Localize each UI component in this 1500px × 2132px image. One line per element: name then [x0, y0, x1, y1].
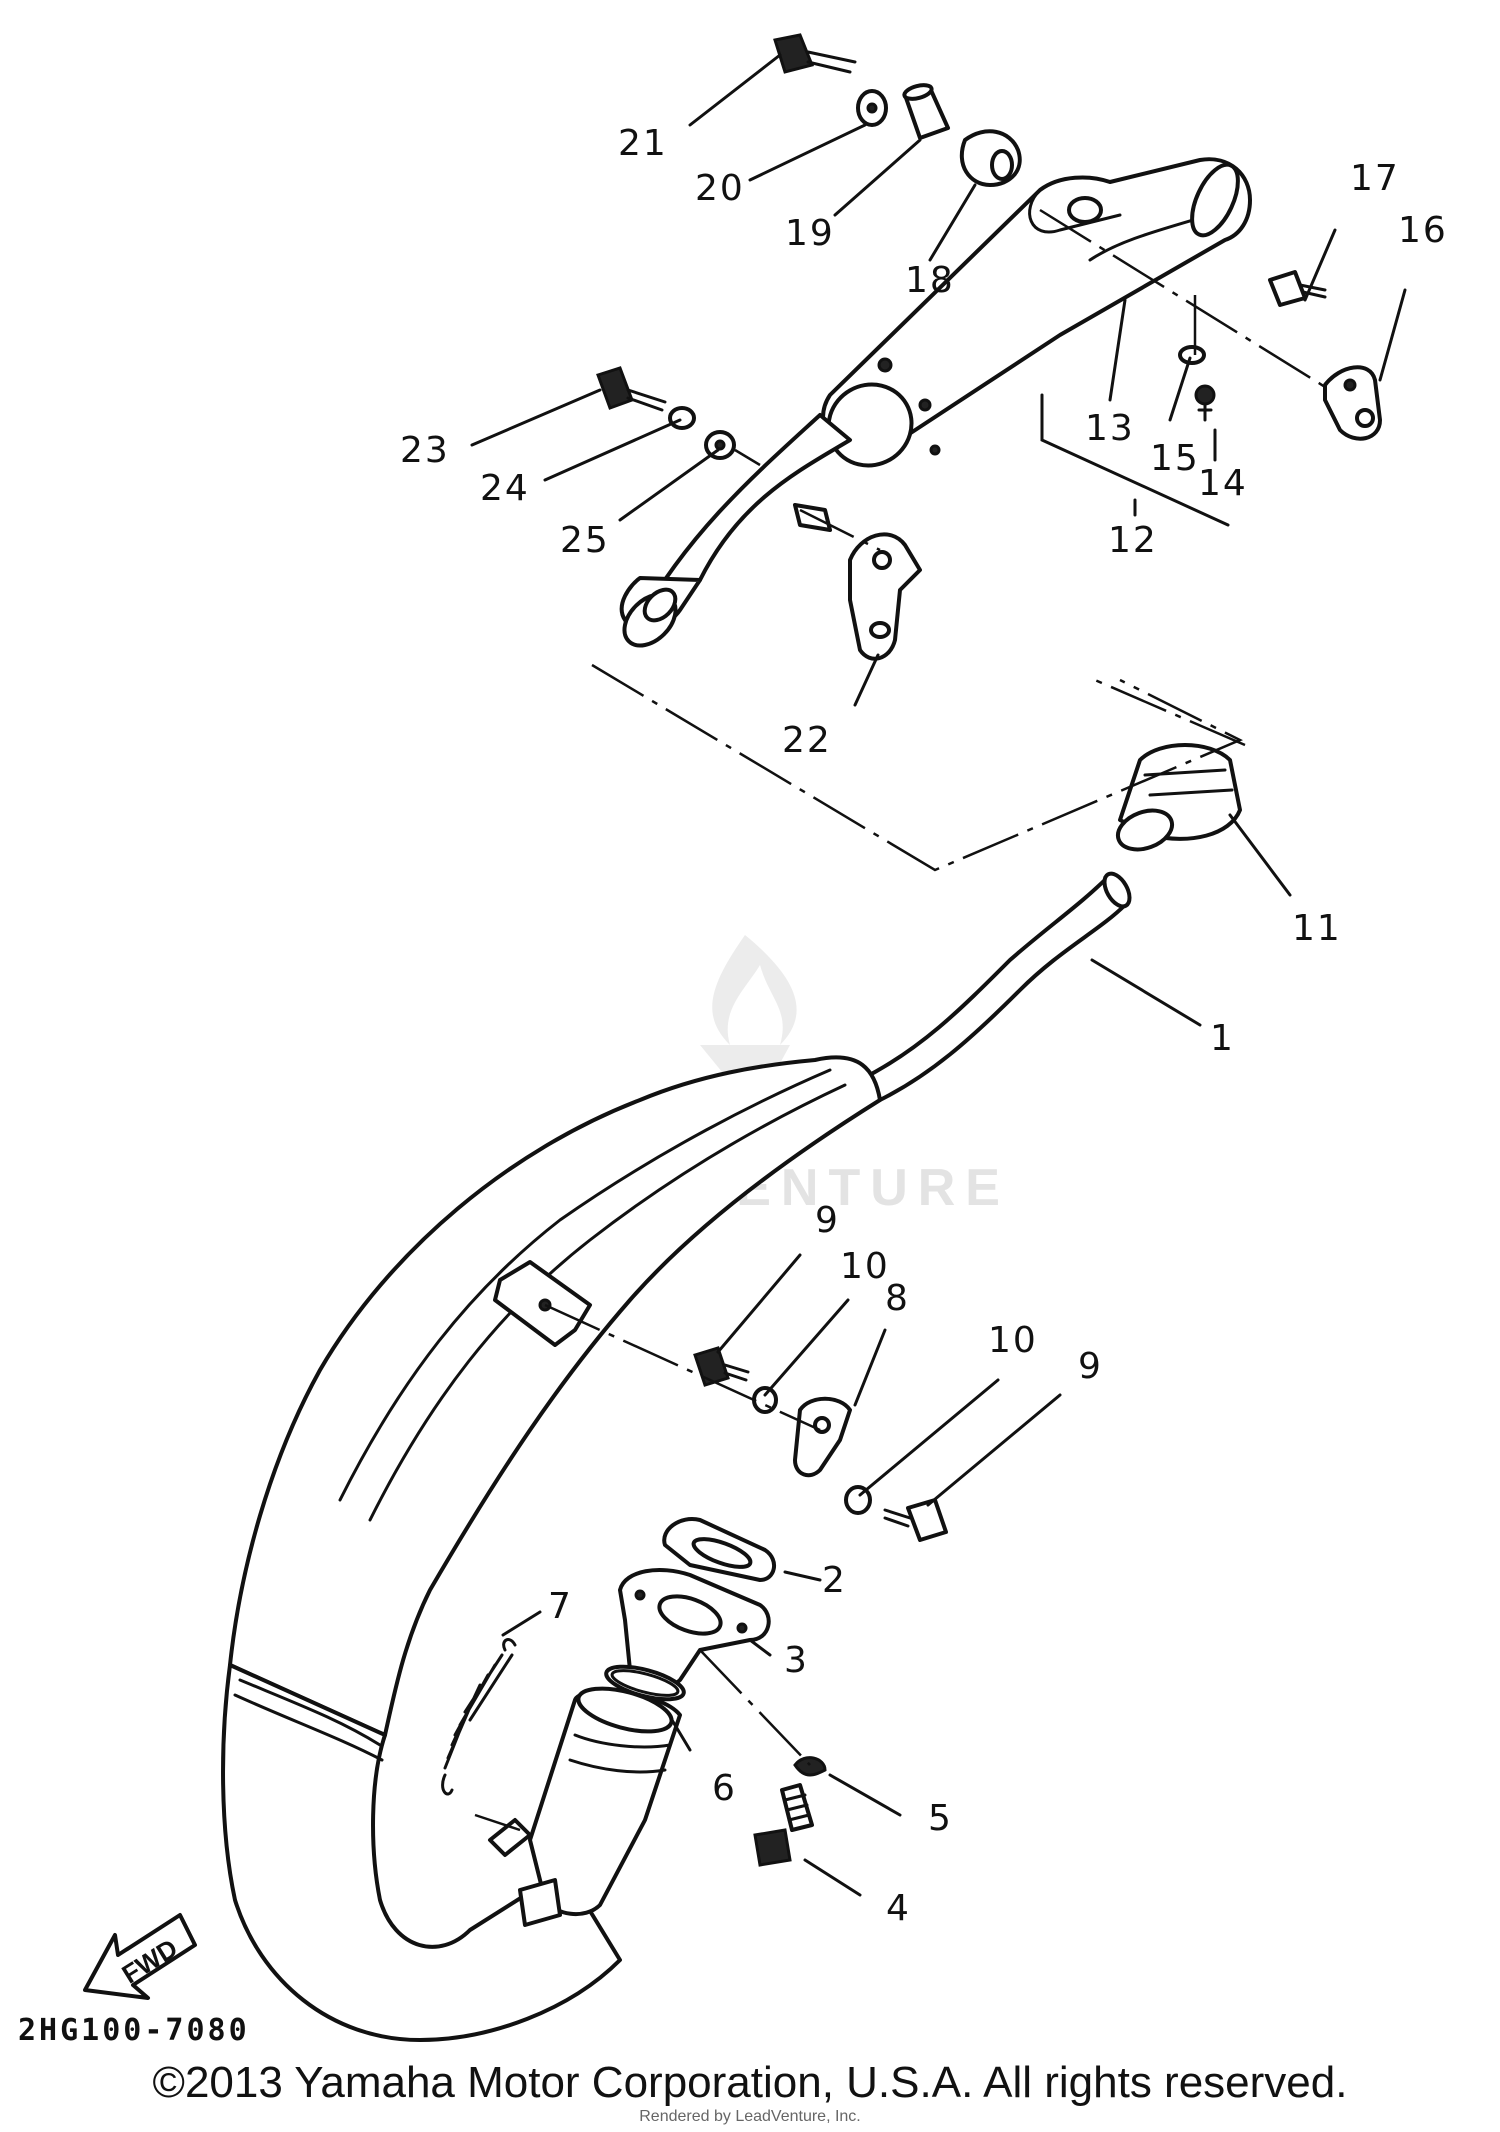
muffler-mount-hole: [1067, 196, 1103, 224]
callout-12: 12: [1108, 520, 1158, 561]
expansion-chamber: [221, 871, 1132, 2042]
chamber-header-bend: [221, 1663, 622, 2042]
callout-6: 6: [712, 1768, 737, 1809]
callout-3: 3: [784, 1640, 809, 1681]
callout-leaders: [470, 53, 1407, 1897]
washer-25: [704, 430, 736, 460]
washer-5: [793, 1756, 827, 1777]
joint-11: [1115, 743, 1242, 852]
gasket-2: [662, 1517, 776, 1582]
callout-23: 23: [400, 430, 450, 471]
rendered-by-notice: Rendered by LeadVenture, Inc.: [639, 2108, 861, 2125]
chamber-outlet-pipe: [858, 873, 1127, 1102]
callout-20: 20: [695, 168, 745, 209]
callout-9-upper: 9: [815, 1200, 840, 1241]
washer-10-upper: [752, 1386, 778, 1414]
collar-19: [902, 83, 950, 140]
bolt-9-upper: [693, 1346, 750, 1387]
callout-7: 7: [548, 1586, 573, 1627]
callout-1: 1: [1210, 1018, 1235, 1059]
fwd-arrow-icon: [83, 1913, 197, 2000]
bolt-9-lower: [883, 1498, 948, 1542]
callout-17: 17: [1350, 158, 1400, 199]
callout-24: 24: [480, 468, 530, 509]
callout-10-lower: 10: [988, 1320, 1038, 1361]
callout-15: 15: [1150, 438, 1200, 479]
bracket-16: [1323, 365, 1382, 441]
chamber-mount-tab: [493, 1260, 592, 1347]
callout-22: 22: [782, 720, 832, 761]
callout-14: 14: [1198, 463, 1248, 504]
bolt-17: [1268, 270, 1327, 307]
callout-13: 13: [1085, 408, 1135, 449]
grommet-18: [959, 129, 1022, 187]
diagram-code: 2HG100-7080: [18, 2013, 250, 2048]
callout-numbers: 1 2 3 4 5 6 7 8 9 9 10 10 11 12 13 14 15…: [400, 123, 1448, 1929]
copyright-notice: ©2013 Yamaha Motor Corporation, U.S.A. A…: [152, 2058, 1348, 2107]
callout-16: 16: [1398, 210, 1448, 251]
callout-9-lower: 9: [1078, 1346, 1103, 1387]
chamber-body: [228, 1055, 882, 1737]
callout-18: 18: [905, 260, 955, 301]
callout-4: 4: [886, 1888, 911, 1929]
bracket-22: [848, 532, 922, 661]
muffler-assembly: [619, 157, 1252, 648]
callout-11: 11: [1292, 908, 1342, 949]
callout-10-upper: 10: [840, 1246, 890, 1287]
screw-14-washer-15: [1178, 345, 1216, 422]
spring-7: [441, 1638, 517, 1796]
stud-4: [753, 1783, 814, 1867]
washer-20: [856, 89, 888, 127]
bracket-8: [793, 1396, 852, 1478]
chamber-inlet-pipe: [488, 1686, 682, 1927]
bolt-21: [773, 33, 857, 74]
bolt-23: [596, 366, 667, 412]
washer-24: [668, 406, 696, 430]
callout-8: 8: [885, 1278, 910, 1319]
callout-19: 19: [785, 213, 835, 254]
callout-5: 5: [928, 1798, 953, 1839]
callout-25: 25: [560, 520, 610, 561]
assembly-guide-lines: [474, 208, 1331, 1832]
fwd-arrow: FWD: [83, 1913, 197, 2000]
callout-21: 21: [618, 123, 668, 164]
callout-2: 2: [822, 1560, 847, 1601]
